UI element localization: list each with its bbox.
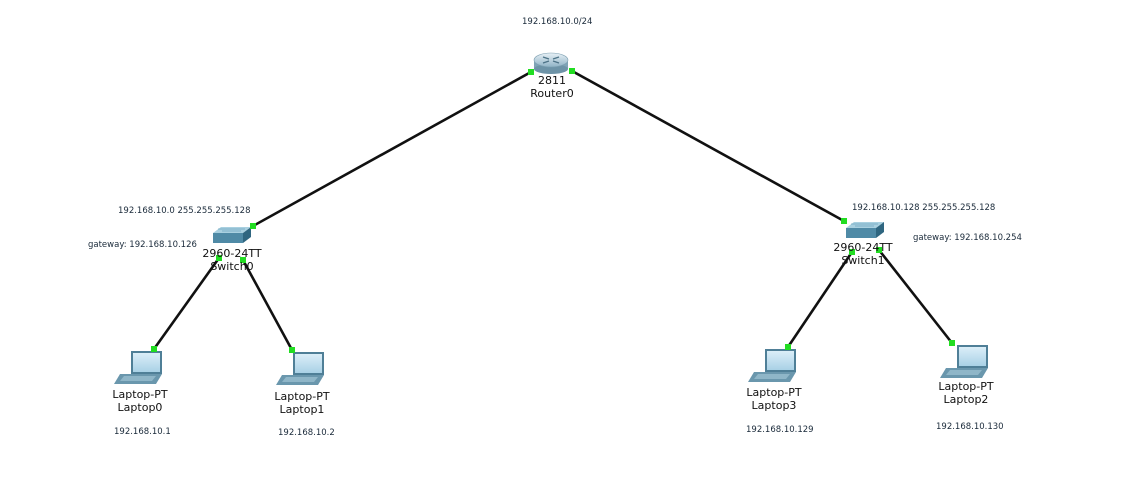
switch1-subnet-note: 192.168.10.128 255.255.255.128	[852, 203, 996, 213]
device-model: 2960-24TT	[202, 247, 262, 260]
laptop2-label[interactable]: Laptop-PT Laptop2	[938, 380, 993, 406]
switch1-gateway-note: gateway: 192.168.10.254	[913, 233, 1022, 243]
laptop0-ip-note: 192.168.10.1	[114, 427, 171, 437]
device-model: 2811	[537, 74, 566, 87]
port-status-up	[841, 218, 847, 224]
switch0-label[interactable]: 2960-24TT Switch0	[202, 247, 261, 273]
port-status-up	[528, 69, 534, 75]
device-name: Switch0	[210, 260, 254, 273]
switch-icon[interactable]	[846, 222, 884, 238]
port-status-up	[151, 346, 157, 352]
laptop-icon[interactable]	[940, 345, 988, 378]
port-status-up	[569, 68, 575, 74]
link-switch1-laptop3[interactable]	[786, 251, 854, 348]
laptop3-ip-note: 192.168.10.129	[746, 425, 814, 435]
links	[152, 69, 954, 351]
laptop0-label[interactable]: Laptop-PT Laptop0	[112, 388, 167, 414]
device-model: Laptop-PT	[746, 386, 802, 399]
port-status-up	[289, 347, 295, 353]
device-name: Switch1	[841, 254, 885, 267]
port-indicators	[151, 68, 955, 353]
device-model: Laptop-PT	[112, 388, 168, 401]
device-name: Laptop2	[943, 393, 989, 406]
port-status-up	[240, 257, 246, 263]
port-status-up	[216, 255, 222, 261]
laptop3-label[interactable]: Laptop-PT Laptop3	[746, 386, 801, 412]
switch1-label[interactable]: 2960-24TT Switch1	[833, 241, 892, 267]
router0-label[interactable]: 2811 Router0	[530, 74, 573, 100]
link-switch0-laptop0[interactable]	[152, 257, 221, 350]
port-status-up	[876, 247, 882, 253]
switch-icon[interactable]	[213, 227, 251, 243]
laptop-icon[interactable]	[748, 349, 796, 382]
laptop2-ip-note: 192.168.10.130	[936, 422, 1004, 432]
switch0-subnet-note: 192.168.10.0 255.255.255.128	[118, 206, 251, 216]
device-name: Router0	[530, 87, 574, 100]
link-router0-switch1[interactable]	[571, 69, 845, 223]
laptop1-label[interactable]: Laptop-PT Laptop1	[274, 390, 329, 416]
laptop-icon[interactable]	[114, 351, 162, 384]
port-status-up	[849, 249, 855, 255]
device-name: Laptop0	[117, 401, 163, 414]
link-switch0-laptop1[interactable]	[241, 259, 294, 351]
device-model: Laptop-PT	[938, 380, 994, 393]
device-name: Laptop3	[751, 399, 797, 412]
port-status-up	[250, 223, 256, 229]
port-status-up	[949, 340, 955, 346]
laptop1-ip-note: 192.168.10.2	[278, 428, 335, 438]
switch0-gateway-note: gateway: 192.168.10.126	[88, 240, 197, 250]
router-icon[interactable]	[533, 52, 569, 74]
device-model: Laptop-PT	[274, 390, 330, 403]
port-status-up	[785, 344, 791, 350]
laptop-icon[interactable]	[276, 352, 324, 385]
link-switch1-laptop2[interactable]	[877, 249, 954, 344]
link-router0-switch0[interactable]	[252, 70, 532, 228]
network-note: 192.168.10.0/24	[522, 17, 593, 27]
device-model: 2960-24TT	[833, 241, 893, 254]
device-name: Laptop1	[279, 403, 325, 416]
